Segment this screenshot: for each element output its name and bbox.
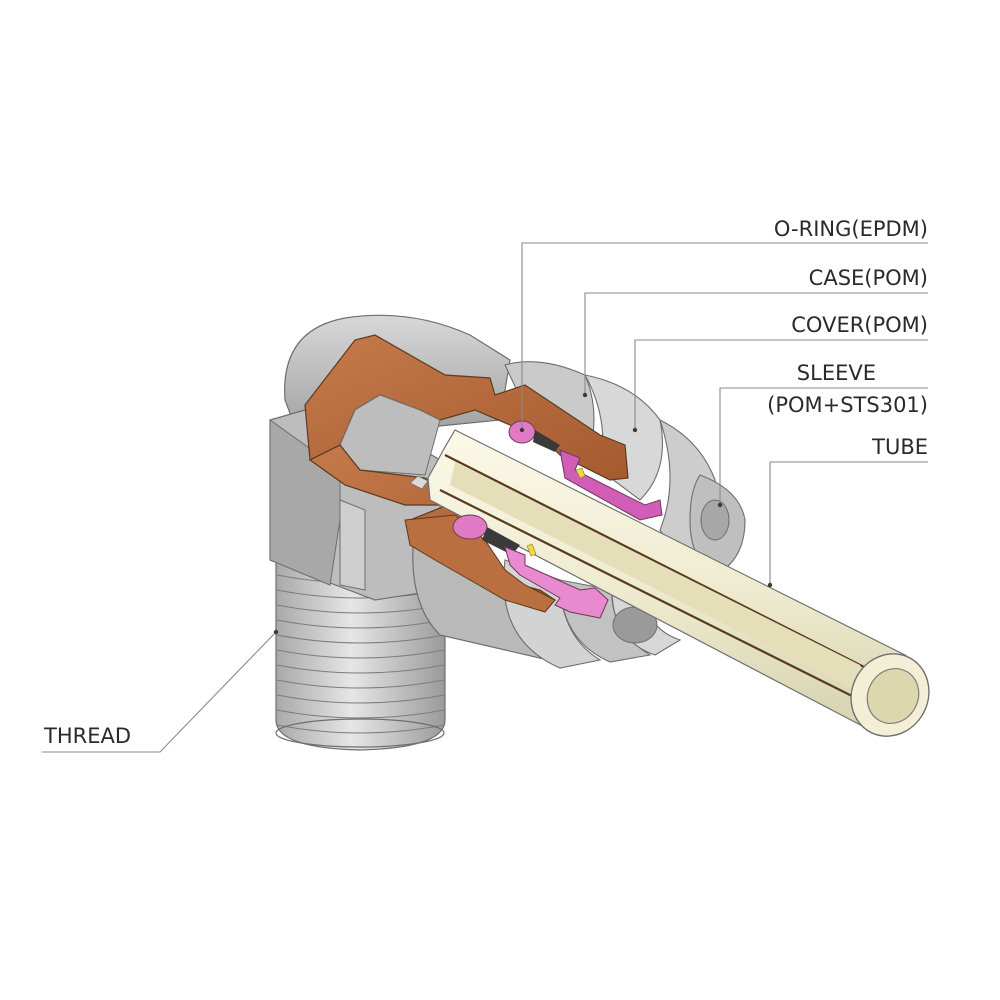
thread-ridge (276, 634, 445, 644)
label-oring: O-RING(EPDM) (774, 217, 928, 241)
sleeve-upper-clip (575, 467, 586, 479)
internal-parts (409, 420, 663, 619)
tube-end-inner (866, 668, 920, 724)
oring-lower-gap (482, 527, 520, 555)
collar-bore-upper (700, 499, 730, 541)
tube (427, 429, 930, 737)
leader-case-dot (582, 392, 588, 398)
label-sleeve: SLEEVE (797, 361, 876, 385)
thread-ridge (276, 619, 445, 629)
leader-cover-dot (632, 427, 638, 433)
thread-section (275, 559, 446, 751)
leader-oring (521, 242, 928, 430)
thread-ridge (276, 664, 445, 674)
leader-lines (42, 242, 928, 753)
oring-lower (452, 514, 488, 540)
oring-upper-gap (533, 430, 560, 452)
leader-thread-dot (273, 629, 279, 635)
label-thread: THREAD (43, 724, 131, 748)
leader-thread (42, 631, 277, 753)
thread-bottom-edge (275, 718, 445, 748)
label-sleeve-material: (POM+STS301) (767, 393, 928, 417)
thread-ridge (276, 649, 445, 659)
tube-bore-shade (450, 462, 864, 690)
thread-ridge (276, 679, 445, 689)
sleeve-upper (559, 449, 663, 521)
thread-ridge (276, 694, 445, 704)
label-cover: COVER(POM) (791, 313, 928, 337)
leader-oring-dot (519, 427, 525, 433)
leader-cover (634, 339, 928, 430)
leader-tube (769, 461, 928, 585)
elbow-hex-notch (339, 499, 366, 591)
leader-sleeve (719, 387, 928, 505)
sleeve-lower (504, 546, 609, 619)
leader-sleeve-dot (717, 502, 723, 508)
label-tube: TUBE (871, 435, 928, 459)
label-case: CASE(POM) (809, 266, 928, 290)
body-section-cut (304, 334, 629, 613)
tube-stop-ring (409, 475, 429, 490)
sleeve-lower-clip (526, 543, 537, 557)
leader-case (584, 292, 928, 395)
callout-labels: O-RING(EPDM) CASE(POM) COVER(POM) SLEEVE… (43, 217, 928, 748)
thread-ridge (276, 724, 445, 734)
thread-body (275, 559, 446, 751)
thread-ridge (276, 709, 445, 719)
leader-tube-dot (767, 582, 773, 588)
